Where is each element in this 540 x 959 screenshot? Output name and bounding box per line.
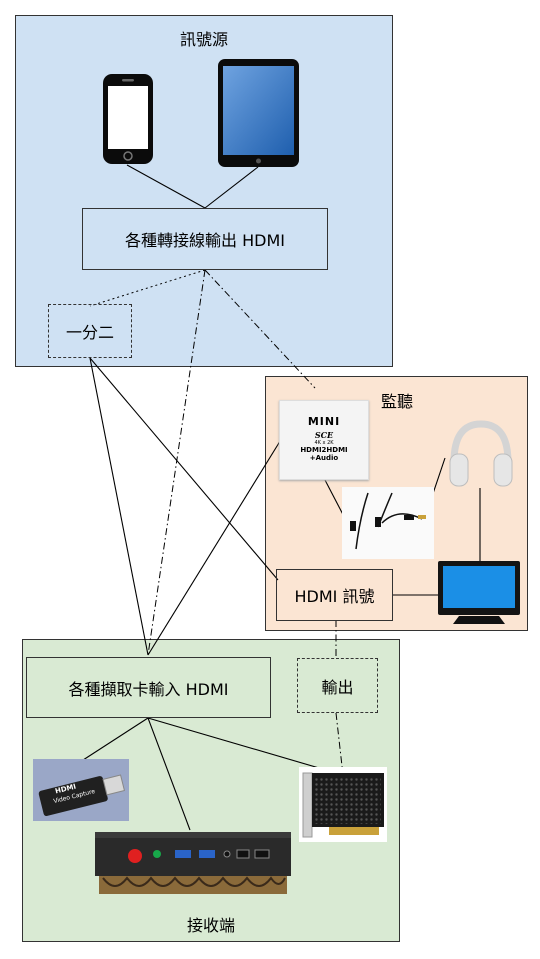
pcie-capture-card-icon [299,767,387,842]
device-spec: 4K x 2K [314,440,334,446]
dongle-body [38,774,126,817]
receiver-title: 接收端 [186,916,235,935]
source-title: 訊號源 [179,30,228,49]
audio-cable-icon [342,487,434,559]
tv-monitor-icon [438,561,520,624]
monitor-title: 監聽 [380,392,413,411]
device-model: HDMI2HDMI [300,446,348,454]
smartphone-icon [103,74,153,164]
adapter-output-box: 各種轉接線輸出 HDMI [82,208,328,270]
device-brand: SCE [314,430,334,440]
splitter-box: 一分二 [48,304,132,358]
device-audio: +Audio [309,454,339,462]
hdmi-capture-dongle: HDMI Video Capture [33,759,129,821]
output-box: 輸出 [297,658,378,713]
device-logo: MINI [307,415,341,428]
mini-pc-icon [95,832,291,894]
headphones-icon [449,420,513,487]
source-panel [15,15,393,367]
mini-converter-device: MINI SCE 4K x 2K HDMI2HDMI +Audio [279,400,369,480]
capture-input-box: 各種擷取卡輸入 HDMI [26,657,271,718]
tablet-icon [218,59,299,167]
hdmi-signal-box: HDMI 訊號 [276,569,393,621]
